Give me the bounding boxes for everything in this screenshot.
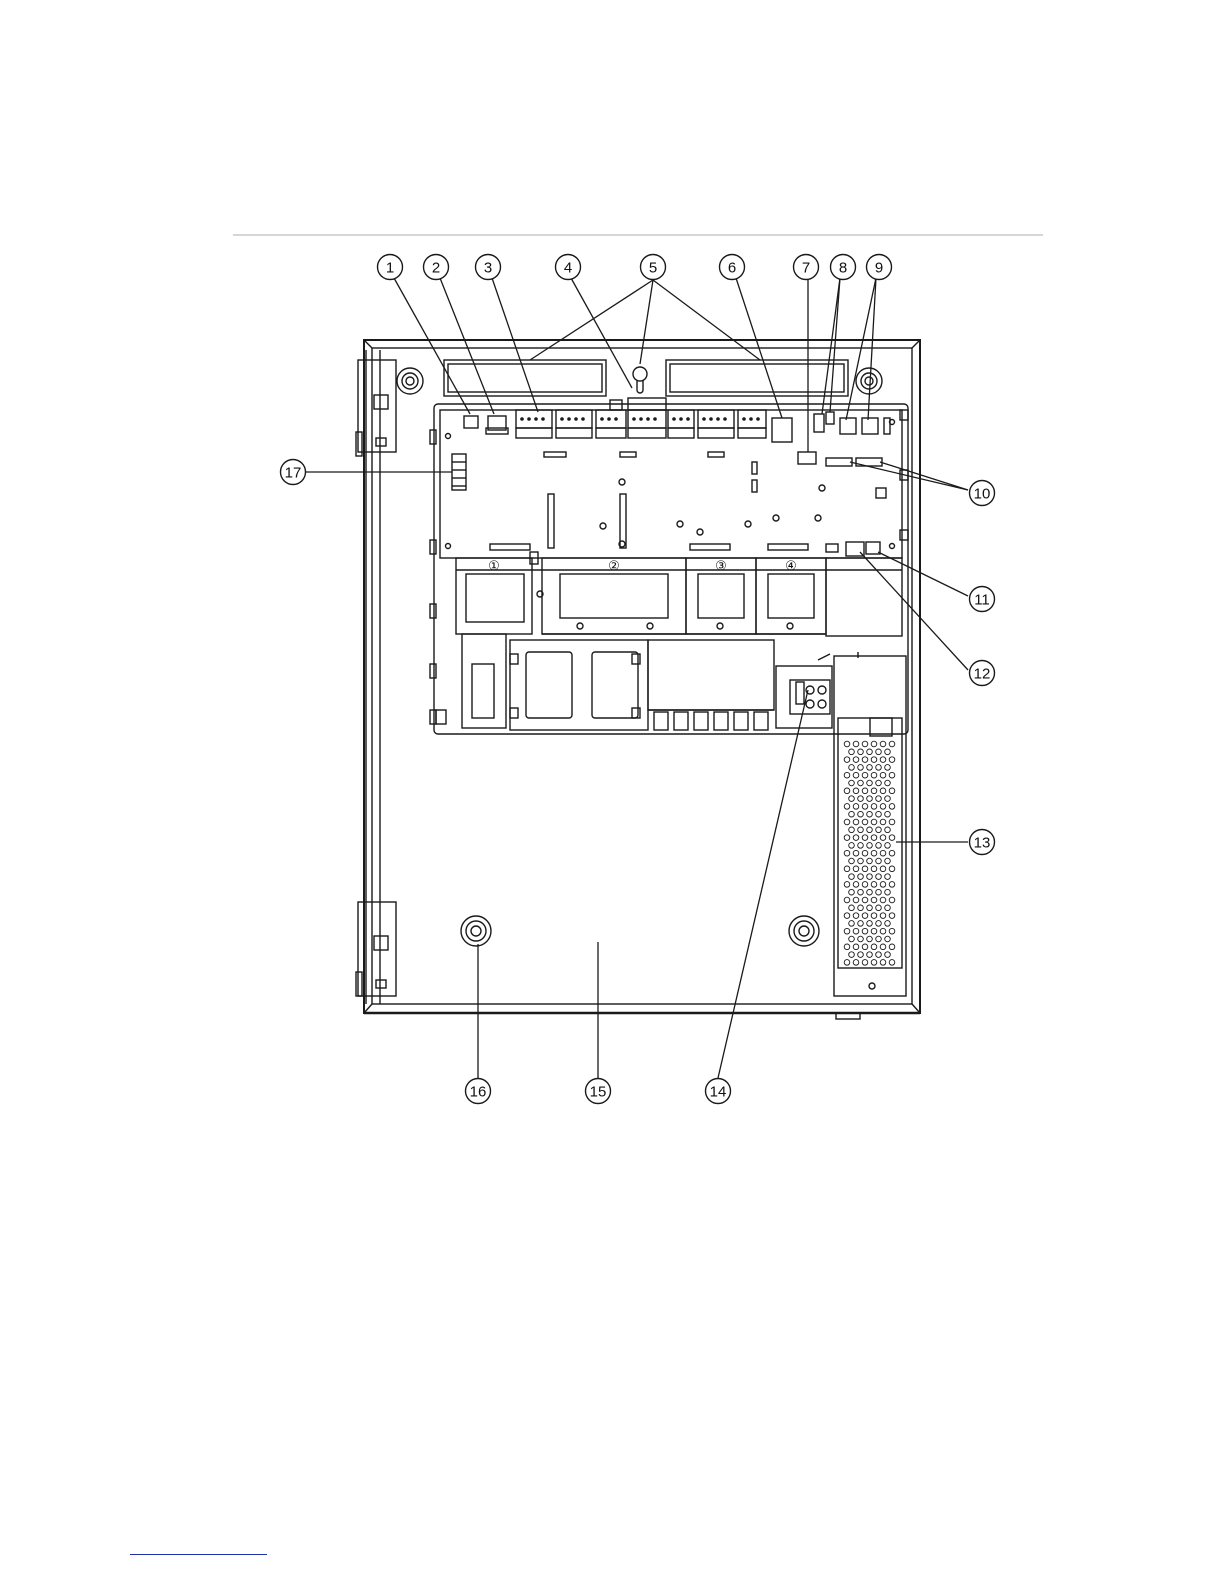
callout-1: 1 <box>378 255 403 280</box>
svg-text:4: 4 <box>564 260 572 277</box>
header-connectors <box>826 458 882 466</box>
main-circuit-board <box>430 404 908 734</box>
mounting-hole-bottom-right <box>789 916 819 946</box>
svg-text:11: 11 <box>974 592 990 609</box>
ic-header <box>490 544 530 550</box>
ic-header <box>752 462 757 474</box>
mounting-hole <box>461 916 491 946</box>
backup-battery-connector <box>464 416 478 428</box>
keyhole-mounting <box>633 367 647 393</box>
callout-6: 6 <box>720 255 745 280</box>
connector-7 <box>798 452 816 464</box>
mounting-hole-top-left <box>397 368 423 394</box>
callout-14: 14 <box>706 1079 731 1104</box>
psu-ventilation-grid <box>844 741 895 965</box>
callout-2: 2 <box>424 255 449 280</box>
callout-7: 7 <box>794 255 819 280</box>
svg-text:10: 10 <box>974 486 991 503</box>
connector-8-b <box>826 412 834 424</box>
callout-15: 15 <box>586 1079 611 1104</box>
callout-8: 8 <box>831 255 856 280</box>
slot-labels: ① ② ③ ④ <box>488 558 797 573</box>
svg-text:8: 8 <box>839 260 847 277</box>
expansion-bays <box>456 558 902 636</box>
svg-text:17: 17 <box>285 465 302 482</box>
connector-6 <box>772 418 792 442</box>
side-connector <box>452 454 466 490</box>
callout-3: 3 <box>476 255 501 280</box>
hinge-top <box>356 360 396 456</box>
svg-text:13: 13 <box>974 835 991 852</box>
callout-17: 17 <box>281 460 306 485</box>
slot-label-4: ④ <box>785 558 797 573</box>
footer-rule <box>130 1554 267 1555</box>
callout-16: 16 <box>466 1079 491 1104</box>
callout-13: 13 <box>970 830 995 855</box>
callout-9: 9 <box>867 255 892 280</box>
svg-text:14: 14 <box>710 1084 727 1101</box>
callout-4: 4 <box>556 255 581 280</box>
ic-header <box>620 452 636 457</box>
slot-label-2: ② <box>608 558 620 573</box>
slot-label-1: ① <box>488 558 500 573</box>
svg-text:1: 1 <box>386 260 394 277</box>
callout-12: 12 <box>970 661 995 686</box>
ic-header <box>708 452 724 457</box>
connector-8 <box>814 414 824 432</box>
svg-text:6: 6 <box>728 260 736 277</box>
svg-text:15: 15 <box>590 1084 607 1101</box>
svg-text:2: 2 <box>432 260 440 277</box>
hinge-bottom <box>356 902 396 996</box>
connector-9 <box>840 418 890 434</box>
ic-header <box>544 452 566 457</box>
mounting-hole-top-right <box>856 368 882 394</box>
lower-board-area <box>462 634 774 730</box>
ic-header <box>690 544 730 550</box>
callout-5: 5 <box>641 255 666 280</box>
svg-text:5: 5 <box>649 260 657 277</box>
svg-text:9: 9 <box>875 260 883 277</box>
slot-label-3: ③ <box>715 558 727 573</box>
ic-header <box>768 544 808 550</box>
svg-text:12: 12 <box>974 666 991 683</box>
callout-11: 11 <box>970 587 995 612</box>
ic-header <box>620 494 626 548</box>
enclosure-cabinet <box>364 340 920 1019</box>
connector-2-base <box>486 428 508 434</box>
connector-12-b <box>826 544 838 552</box>
svg-text:3: 3 <box>484 260 492 277</box>
ic-header <box>752 480 757 492</box>
svg-text:7: 7 <box>802 260 810 277</box>
connector-11 <box>866 542 880 554</box>
callout-10: 10 <box>970 481 995 506</box>
ic-header <box>548 494 554 548</box>
svg-text:16: 16 <box>470 1084 487 1101</box>
mains-terminal-block <box>776 654 832 728</box>
